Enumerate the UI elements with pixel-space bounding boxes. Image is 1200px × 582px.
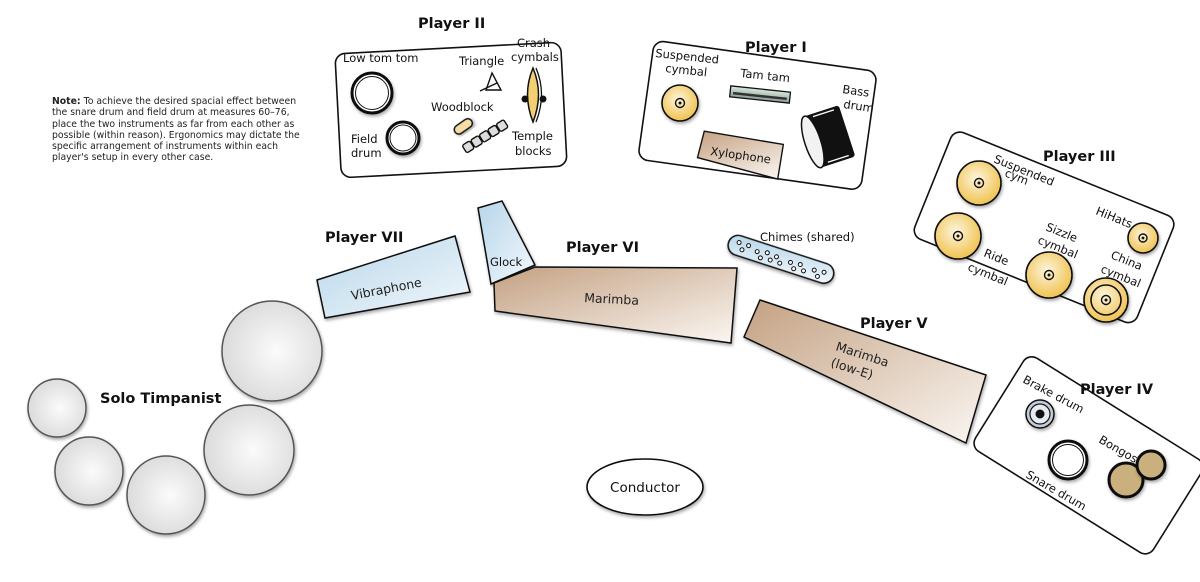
- low-tom-label: Low tom tom: [343, 51, 418, 65]
- bongo-large: [1107, 461, 1145, 499]
- bass-drum-label-2: drum: [843, 97, 875, 115]
- triangle-icon: [479, 71, 503, 92]
- glock-label-text: Glock: [490, 255, 522, 269]
- suspended-cymbal-label-2: cymbal: [665, 61, 708, 79]
- chimes-icon: [727, 234, 835, 285]
- conductor-setup: Conductor: [586, 458, 704, 516]
- temple-blocks-icon: [462, 119, 509, 154]
- xylophone-icon: [696, 130, 785, 180]
- timpani-drum-1: [221, 300, 323, 402]
- woodblock-icon: [453, 118, 474, 135]
- player-6-setup: Player VI Glock Marimba: [477, 200, 738, 344]
- field-drum: [385, 120, 421, 156]
- player-4-setup: Player IV Brake drum Snare drum Bongos: [973, 355, 1200, 555]
- cymbal-center: [678, 101, 682, 105]
- glockenspiel: [477, 200, 537, 286]
- crash-cymbals-label-1: Crash: [517, 36, 550, 50]
- player-5-title: Player V: [860, 316, 928, 332]
- tam-tam-label: Tam tam: [739, 66, 791, 85]
- woodblock-label: Woodblock: [431, 100, 494, 114]
- vibraphone: [316, 235, 471, 319]
- temple-blocks-label-2: blocks: [515, 144, 552, 158]
- bongo-small: [1135, 449, 1167, 481]
- field-drum-rim: [389, 124, 417, 152]
- bass-drum-icon: [800, 105, 855, 169]
- bass-drum-label-1: Bass: [842, 82, 871, 100]
- timpani-drum-2: [203, 404, 295, 496]
- player-1-setup: Player I Suspended cymbal Tam tam Bass d…: [638, 40, 877, 190]
- player-1-title: Player I: [745, 40, 807, 56]
- cymbal-bell: [1138, 233, 1148, 243]
- brake-drum-center: [1035, 409, 1045, 419]
- note-label: Note:: [52, 96, 81, 107]
- crash-cymbals-icon: [521, 66, 547, 125]
- player-3-title: Player III: [1043, 149, 1116, 165]
- chimes-label: Chimes (shared): [760, 230, 855, 244]
- cymbal-center: [1141, 236, 1145, 240]
- timpanist-title: Solo Timpanist: [100, 391, 221, 407]
- timpani-drum-3: [126, 455, 206, 535]
- snare-drum-rim: [1052, 444, 1084, 476]
- cymbal-bell: [952, 230, 964, 242]
- marimba-p6: [493, 266, 738, 344]
- player-2-setup: Player II Low tom tom Field drum Triangl…: [334, 16, 568, 179]
- note-text: To achieve the desired spacial effect be…: [52, 96, 300, 164]
- snare-drum: [1047, 439, 1089, 481]
- china-cymbal-ring: [1090, 284, 1122, 316]
- marimba-p6-label: Marimba: [584, 290, 640, 308]
- player-6-title: Player VI: [566, 240, 639, 256]
- timpani-drum-4: [54, 436, 124, 506]
- low-tom-rim: [355, 76, 389, 110]
- player-7-setup: Player VII Vibraphone: [316, 230, 471, 319]
- temple-blocks-label-1: Temple: [511, 129, 553, 143]
- field-drum-label-1: Field: [351, 132, 378, 146]
- cymbal-center: [977, 181, 981, 185]
- cymbal-bell: [674, 97, 686, 109]
- chimes-tubes: [736, 240, 827, 279]
- conductor-label: Conductor: [610, 480, 680, 496]
- low-tom-drum: [350, 71, 394, 115]
- cymbal-bell: [1100, 294, 1112, 306]
- player-3-setup: Player III Suspended cym Ride cymbal Siz…: [913, 131, 1175, 324]
- player-5-setup: Player V Marimba (low-E): [743, 299, 987, 445]
- suspended-cymbal-label-1: Suspended: [655, 46, 720, 67]
- cymbal-center: [1104, 298, 1108, 302]
- player-4-title: Player IV: [1080, 382, 1154, 398]
- setup-note: Note: To achieve the desired spacial eff…: [52, 96, 302, 164]
- marimba-low-e: [743, 299, 987, 445]
- player-7-title: Player VII: [325, 230, 403, 246]
- cymbal-bell: [973, 177, 985, 189]
- conductor-podium: [586, 458, 704, 516]
- field-drum-label-2: drum: [351, 146, 382, 160]
- cymbal-bell: [1043, 269, 1055, 281]
- player-2-title: Player II: [418, 16, 485, 32]
- cymbal-center: [956, 234, 960, 238]
- triangle-label: Triangle: [458, 54, 504, 68]
- crash-cymbals-label-2: cymbals: [511, 50, 559, 64]
- timpani-drum-5: [27, 378, 87, 438]
- tam-tam-icon: [728, 85, 792, 104]
- cymbal-center: [1047, 273, 1051, 277]
- chimes-setup: Chimes (shared): [727, 230, 855, 285]
- timpani-setup: Solo Timpanist: [27, 300, 323, 535]
